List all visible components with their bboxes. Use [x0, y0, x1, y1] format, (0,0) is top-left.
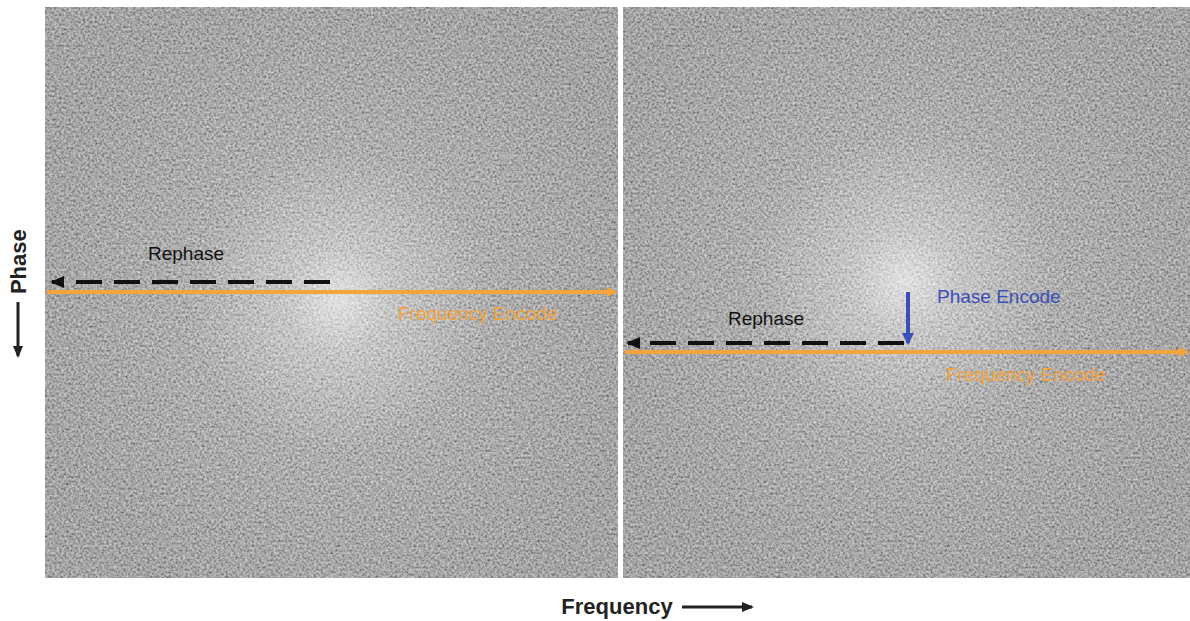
phase-encode-label: Phase Encode	[937, 286, 1061, 308]
rephase-arrow	[628, 341, 904, 345]
axis-label: Phase	[5, 230, 30, 295]
rephase-arrow	[52, 280, 330, 284]
rephase-label: Rephase	[728, 308, 804, 330]
frequency-encode-label: Frequency Encode	[946, 364, 1106, 386]
frequency-encode-arrow	[47, 290, 615, 294]
axis-label: Frequency	[561, 594, 672, 619]
kspace-center	[45, 7, 618, 578]
kspace-shading	[45, 7, 618, 578]
frequency-encode-arrow	[625, 350, 1187, 354]
frequency-axis-arrow	[682, 606, 752, 609]
kspace-center	[623, 7, 1190, 578]
phase-encode-arrow	[906, 292, 910, 343]
kspace-panel	[45, 7, 618, 578]
frequency-encode-label: Frequency Encode	[398, 303, 558, 325]
rephase-label: Rephase	[148, 243, 224, 265]
kspace-panel	[623, 7, 1190, 578]
kspace-shading	[623, 7, 1190, 578]
phase-axis-arrow	[17, 302, 20, 356]
